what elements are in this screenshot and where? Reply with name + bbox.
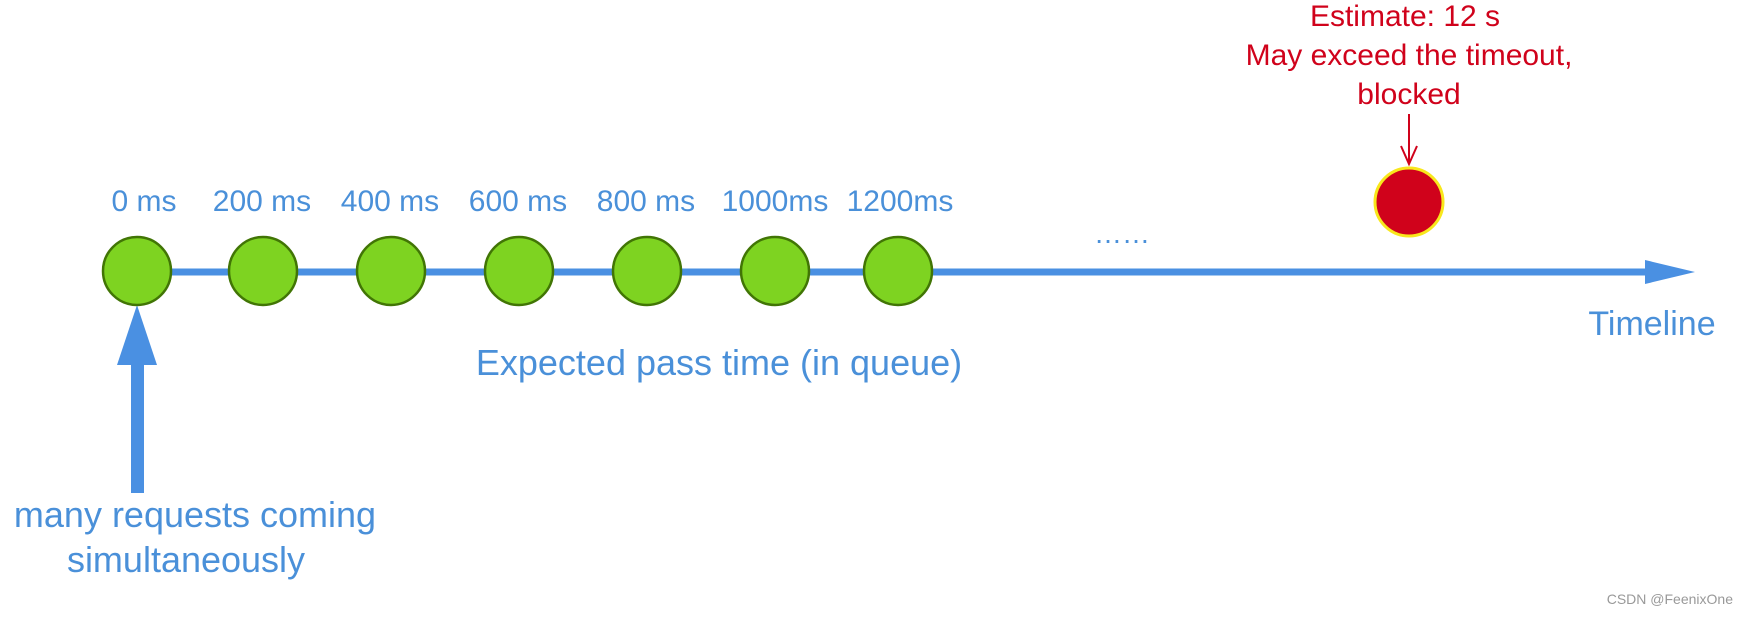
time-label: 800 ms	[597, 185, 695, 218]
blocked-annotation-line3: blocked	[1357, 78, 1460, 111]
queue-dot	[611, 235, 683, 307]
blocked-annotation-line2: May exceed the timeout,	[1246, 39, 1573, 72]
queue-label: Expected pass time (in queue)	[476, 342, 962, 383]
queue-dot	[483, 235, 555, 307]
requests-label-line2: simultaneously	[67, 539, 305, 580]
timeline-label: Timeline	[1588, 305, 1715, 343]
time-label: 400 ms	[341, 185, 439, 218]
timeline-arrowhead	[1645, 260, 1695, 284]
blocked-annotation-line1: Estimate: 12 s	[1310, 0, 1500, 33]
requests-arrow-shaft	[131, 355, 144, 493]
queue-dot	[739, 235, 811, 307]
time-label: 600 ms	[469, 185, 567, 218]
queue-dot	[862, 235, 934, 307]
ellipsis-text: ……	[1094, 218, 1150, 249]
requests-label-line1: many requests coming	[14, 494, 376, 535]
time-label: 200 ms	[213, 185, 311, 218]
time-label: 0 ms	[111, 185, 176, 218]
requests-arrow-head	[117, 305, 157, 365]
time-label: 1200ms	[847, 185, 954, 218]
watermark: CSDN @FeenixOne	[1607, 591, 1733, 607]
blocked-annotation-arrow-head	[1400, 145, 1418, 167]
queue-dot	[101, 235, 173, 307]
time-label: 1000ms	[722, 185, 829, 218]
queue-dot	[355, 235, 427, 307]
time-labels: 0 ms 200 ms 400 ms 600 ms 800 ms 1000ms 1200ms	[111, 185, 953, 218]
blocked-request-dot	[1373, 166, 1445, 238]
queue-dots	[101, 235, 934, 307]
queue-dot	[227, 235, 299, 307]
